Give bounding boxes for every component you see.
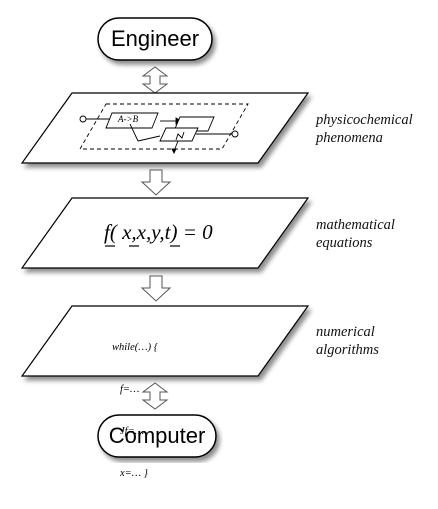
- equations-plane: [20, 197, 310, 269]
- diagram-canvas: Engineer A->B physicochemical phenomena …: [20, 17, 413, 479]
- computer-node: [97, 414, 217, 458]
- code-line-2: f=…: [120, 384, 140, 395]
- diagram-graphics: [20, 17, 310, 458]
- caption-math-line2: equations: [316, 235, 373, 251]
- caption-numeric: numerical algorithms: [316, 323, 379, 359]
- engineer-label: Engineer: [110, 26, 200, 51]
- caption-numeric-line2: algorithms: [316, 342, 379, 358]
- code-line-4: x=… }: [120, 468, 148, 479]
- code-line-1: while(…) {: [112, 342, 158, 353]
- code-line-3: Jf=…: [120, 426, 144, 437]
- double-arrow-bottom: [141, 382, 169, 410]
- down-arrow-1: [140, 169, 172, 196]
- algorithm-code: while(…) { f=… Jf=… x=… }: [112, 313, 158, 509]
- caption-math-line1: mathematical: [316, 217, 395, 233]
- reaction-label: A->B: [118, 114, 139, 124]
- equation-text: f( x,x,y,t) = 0: [104, 220, 213, 244]
- physicochemical-plane: [20, 92, 310, 164]
- down-arrow-2: [140, 275, 172, 302]
- caption-numeric-line1: numerical: [316, 324, 375, 340]
- caption-math: mathematical equations: [316, 216, 395, 252]
- engineer-node: [97, 17, 213, 61]
- process-sketch-icon: [79, 103, 249, 155]
- computer-label: Computer: [108, 423, 206, 448]
- double-arrow-top: [141, 66, 169, 94]
- caption-physico-line2: phenomena: [316, 130, 383, 146]
- caption-physico-line1: physicochemical: [316, 112, 413, 128]
- algorithms-plane: [20, 305, 310, 377]
- caption-physico: physicochemical phenomena: [316, 111, 413, 147]
